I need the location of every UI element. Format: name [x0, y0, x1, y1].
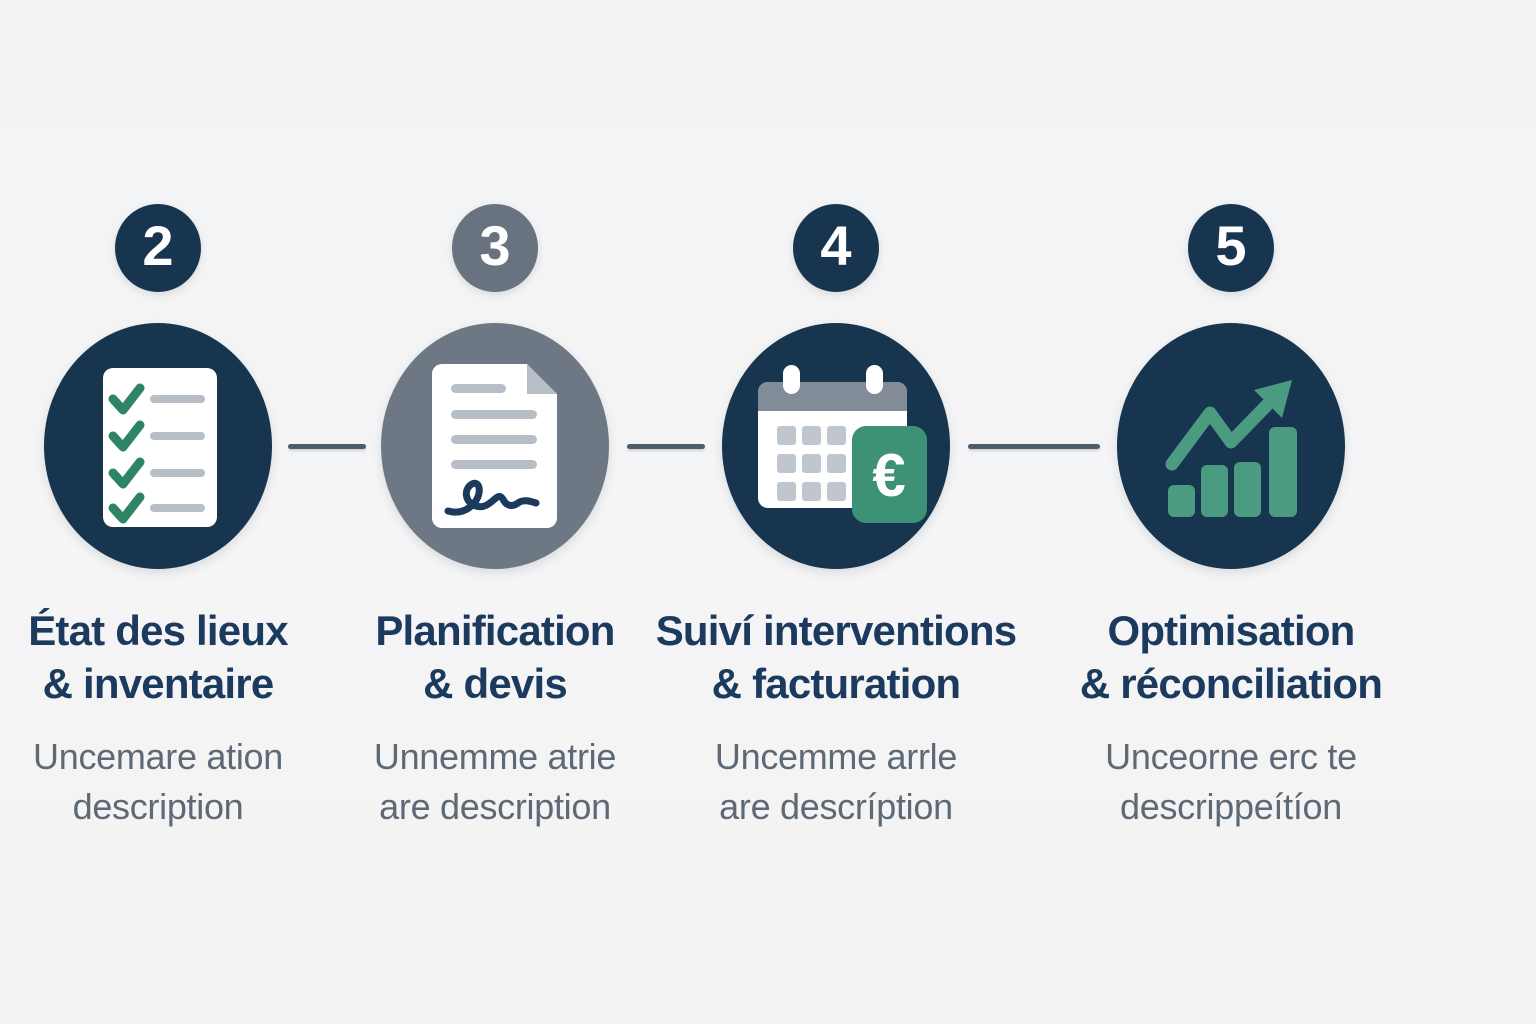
step-planification: 3 Planification & devis Unnemme atrie ar… [285, 204, 705, 832]
growth-chart-icon [1165, 380, 1297, 517]
step-optimisation: 5 Optimisation & réconciliation Unceorne… [1021, 204, 1441, 832]
step-title-line2: & réconciliation [1079, 660, 1383, 707]
step-title: Optimisation & réconciliation [1079, 604, 1383, 710]
step-number: 5 [1215, 214, 1247, 277]
step-desc-line1: Uncemme arrle [714, 736, 958, 777]
step-title: État des lieux & inventaire [28, 604, 288, 710]
step-title-line2: & devis [423, 660, 568, 707]
step-number-badge: 5 [1188, 204, 1274, 292]
step-number-badge: 3 [452, 204, 538, 292]
step-number: 2 [142, 214, 174, 277]
step-desc-line2: are description [379, 786, 611, 827]
step-title-line2: & inventaire [42, 660, 275, 707]
step-icon-circle [1117, 323, 1345, 569]
step-description: Uncemare ation description [33, 732, 283, 832]
step-title: Planification & devis [375, 604, 615, 710]
step-suivi-interventions: 4 € Suiví interventions [626, 204, 1046, 832]
step-etat-des-lieux: 2 [0, 204, 368, 832]
step-desc-line1: Uncemare ation [33, 736, 283, 777]
step-title-line1: Planification [375, 607, 615, 654]
calendar-euro-icon: € [758, 365, 927, 523]
step-number-badge: 4 [793, 204, 879, 292]
step-desc-line1: Unnemme atrie [373, 736, 617, 777]
step-title: Suiví interventions & facturation [656, 604, 1017, 710]
step-desc-line2: descrippeítíon [1120, 786, 1342, 827]
step-description: Uncemme arrle are descríption [715, 732, 957, 832]
step-title-line1: Suiví interventions [655, 607, 1017, 654]
step-desc-line2: description [72, 786, 244, 827]
step-desc-line2: are descríption [719, 786, 953, 827]
step-title-line2: & facturation [711, 660, 961, 707]
step-number: 4 [820, 214, 852, 277]
connector-line [968, 444, 1100, 449]
step-icon-circle [44, 323, 272, 569]
step-description: Unnemme atrie are description [373, 732, 617, 832]
step-icon-circle: € [722, 323, 950, 569]
step-description: Unceorne erc te descrippeítíon [1105, 732, 1357, 832]
connector-line [288, 444, 366, 449]
step-icon-circle [381, 323, 609, 569]
checklist-icon [103, 368, 217, 527]
step-number-badge: 2 [115, 204, 201, 292]
document-signature-icon [432, 364, 557, 528]
euro-symbol: € [872, 442, 905, 509]
step-title-line1: État des lieux [28, 607, 288, 654]
step-desc-line1: Unceorne erc te [1105, 736, 1357, 777]
step-title-line1: Optimisation [1107, 607, 1355, 654]
step-number: 3 [479, 214, 511, 277]
connector-line [627, 444, 705, 449]
